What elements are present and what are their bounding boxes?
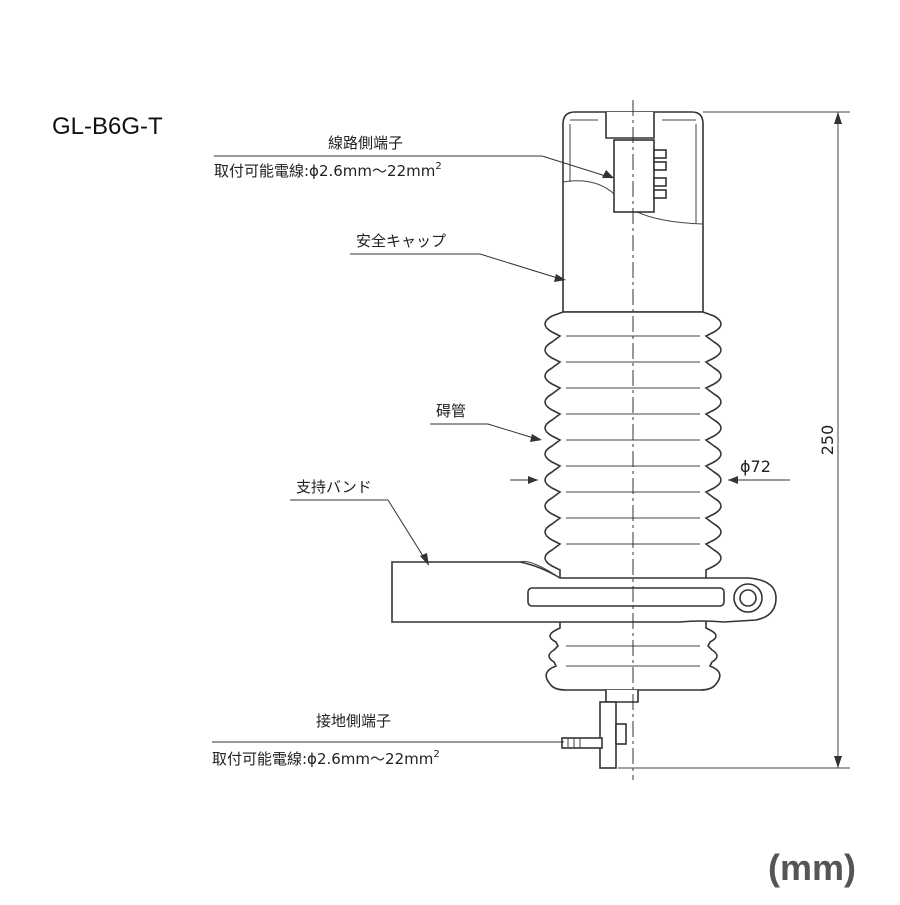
safety-cap-label: 安全キャップ (356, 232, 446, 250)
support-band-label: 支持バンド (296, 478, 372, 496)
ground-terminal-name: 接地側端子 (316, 712, 391, 730)
line-terminal-spec: 取付可能電線:ϕ2.6mm～22mm2 (214, 161, 442, 180)
safety-cap-callout: 安全キャップ (350, 232, 566, 282)
line-terminal-name: 線路側端子 (328, 134, 403, 152)
model-label: GL-B6G-T (52, 113, 163, 140)
ground-terminal-spec: 取付可能電線:ϕ2.6mm～22mm2 (212, 749, 440, 768)
insulator-label: 碍管 (436, 402, 466, 420)
diameter-dimension: ϕ72 (510, 457, 790, 484)
height-value: 250 (818, 425, 837, 456)
unit-label: (mm) (768, 847, 856, 888)
insulator-callout: 碍管 (430, 402, 542, 442)
ground-terminal (561, 690, 639, 769)
line-terminal-callout: 線路側端子 取付可能電線:ϕ2.6mm～22mm2 (214, 134, 614, 180)
line-terminal (613, 139, 667, 213)
height-dimension: 250 (618, 111, 850, 769)
ground-terminal-callout: 接地側端子 取付可能電線:ϕ2.6mm～22mm2 (212, 712, 564, 768)
support-band (391, 560, 777, 623)
diameter-value: ϕ72 (740, 457, 771, 476)
support-band-callout: 支持バンド (290, 478, 429, 566)
